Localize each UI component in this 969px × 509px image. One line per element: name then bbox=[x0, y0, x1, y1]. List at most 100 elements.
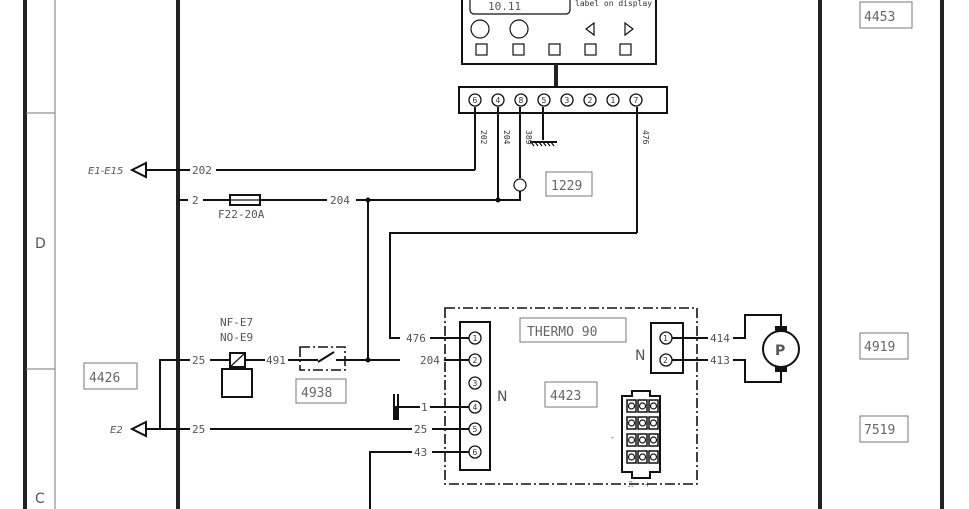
left-arrow-icon[interactable] bbox=[585, 21, 595, 37]
ref-4423: 4423 bbox=[550, 389, 581, 404]
strip-pin-label: 3 bbox=[565, 96, 570, 105]
wire-label-25-relay: 25 bbox=[192, 354, 205, 367]
wire-label-202: 202 bbox=[479, 130, 488, 145]
wire-label-202-left: 202 bbox=[192, 164, 212, 177]
signal-label-e2: E2 bbox=[110, 425, 123, 436]
ref-box-1229 bbox=[545, 171, 593, 197]
strip-pin bbox=[583, 93, 597, 107]
ref-4919: 4919 bbox=[864, 340, 895, 355]
terminal-pin-label: 2 bbox=[473, 356, 478, 365]
pump-connector bbox=[650, 322, 684, 374]
diag-pin bbox=[638, 453, 647, 461]
ref-4453: 4453 bbox=[864, 10, 895, 25]
display-caption: label on display bbox=[575, 0, 652, 8]
diag-pin bbox=[649, 453, 658, 461]
fuse-label: F22-20A bbox=[218, 208, 265, 221]
diag-pin-cell bbox=[637, 433, 648, 447]
terminal-pin bbox=[468, 376, 482, 390]
wire-label-491: 491 bbox=[266, 354, 286, 367]
terminal-pin-label: 1 bbox=[473, 334, 478, 343]
strip-pin bbox=[514, 93, 528, 107]
wire-389-return bbox=[498, 191, 521, 201]
diag-pin-cell bbox=[626, 433, 637, 447]
diag-pin-cell bbox=[648, 433, 659, 447]
diag-pin bbox=[649, 419, 658, 427]
diag-pin-cell bbox=[648, 416, 659, 430]
coil-diagonal bbox=[229, 352, 246, 368]
diagnostic-pins bbox=[626, 399, 659, 464]
wire-label-476-term: 476 bbox=[406, 332, 426, 345]
diag-pin-cell bbox=[626, 399, 637, 413]
key-button-1[interactable] bbox=[475, 43, 488, 56]
key-button-3[interactable] bbox=[548, 43, 561, 56]
ref-box-4938 bbox=[295, 378, 347, 404]
ref-1229: 1229 bbox=[551, 179, 582, 194]
ref-4938: 4938 bbox=[301, 386, 332, 401]
diag-plus-label: + bbox=[645, 480, 650, 489]
control-panel: 10.11 label on display bbox=[461, 0, 657, 65]
motor-brush bbox=[775, 367, 787, 372]
relay-note-2: NO-E9 bbox=[220, 331, 253, 344]
connector-strip bbox=[458, 86, 668, 114]
wire-476-route bbox=[389, 232, 637, 339]
signal-arrow-icon bbox=[129, 161, 147, 179]
key-button-5[interactable] bbox=[619, 43, 632, 56]
valve-body-icon bbox=[221, 368, 253, 398]
signal-label-e1-e15: E1-E15 bbox=[88, 166, 123, 177]
strip-pin bbox=[606, 93, 620, 107]
strip-pin-label: 6 bbox=[473, 96, 478, 105]
strip-pin-label: 8 bbox=[519, 96, 524, 105]
strip-pin-label: 5 bbox=[542, 96, 547, 105]
control-panel-body bbox=[461, 0, 657, 65]
row-letter-c: C bbox=[35, 491, 45, 507]
ref-box-4919 bbox=[859, 332, 909, 360]
relay-note-1: NF-E7 bbox=[220, 316, 253, 329]
diag-pin bbox=[627, 436, 636, 444]
round-button-2[interactable] bbox=[509, 19, 529, 39]
wire-label-1: 1 bbox=[421, 401, 428, 414]
display-window bbox=[469, 0, 571, 15]
wire-label-25-term: 25 bbox=[414, 423, 427, 436]
ref-box-7519 bbox=[859, 415, 909, 443]
junction-dot bbox=[365, 357, 371, 363]
diag-pin-cell bbox=[637, 416, 648, 430]
diag-pin bbox=[627, 402, 636, 410]
right-arrow-icon[interactable] bbox=[624, 21, 634, 37]
key-button-2[interactable] bbox=[512, 43, 525, 56]
switch-housing bbox=[299, 346, 346, 371]
diag-pin-cell bbox=[637, 450, 648, 464]
wire-label-413: 413 bbox=[710, 354, 730, 367]
pump-connector-label: N bbox=[635, 348, 645, 364]
pump-pin-1-label: 1 bbox=[663, 334, 668, 343]
diag-minus-label: - bbox=[610, 433, 615, 442]
diag-pin bbox=[638, 402, 647, 410]
round-button-1[interactable] bbox=[470, 19, 490, 39]
diag-pin-cell bbox=[648, 399, 659, 413]
terminal-pin-label: 6 bbox=[473, 448, 478, 457]
key-button-4[interactable] bbox=[584, 43, 597, 56]
strip-pin bbox=[537, 93, 551, 107]
switch-contact-icon bbox=[317, 351, 335, 363]
wire-label-2: 2 bbox=[192, 194, 199, 207]
wire-43-route bbox=[369, 451, 412, 509]
wire-label-389: 389 bbox=[524, 130, 533, 145]
terminal-pin-label: 5 bbox=[473, 425, 478, 434]
strip-pin bbox=[629, 93, 643, 107]
signal-arrow-icon bbox=[129, 420, 147, 438]
diag-pin-cell bbox=[648, 450, 659, 464]
pump-symbol: P bbox=[775, 343, 785, 359]
ref-box-4453 bbox=[859, 1, 913, 29]
ref-7519: 7519 bbox=[864, 423, 895, 438]
diag-pin bbox=[627, 419, 636, 427]
wire-label-204-term: 204 bbox=[420, 354, 440, 367]
ref-box-4423 bbox=[544, 381, 598, 408]
wire-label-476: 476 bbox=[641, 130, 650, 145]
diag-pin bbox=[638, 419, 647, 427]
strip-pin-label: 2 bbox=[588, 96, 593, 105]
diag-pulse-label: ⎍ bbox=[628, 480, 634, 489]
display-text: 10.11 bbox=[488, 0, 521, 13]
motor-brush bbox=[775, 326, 787, 331]
